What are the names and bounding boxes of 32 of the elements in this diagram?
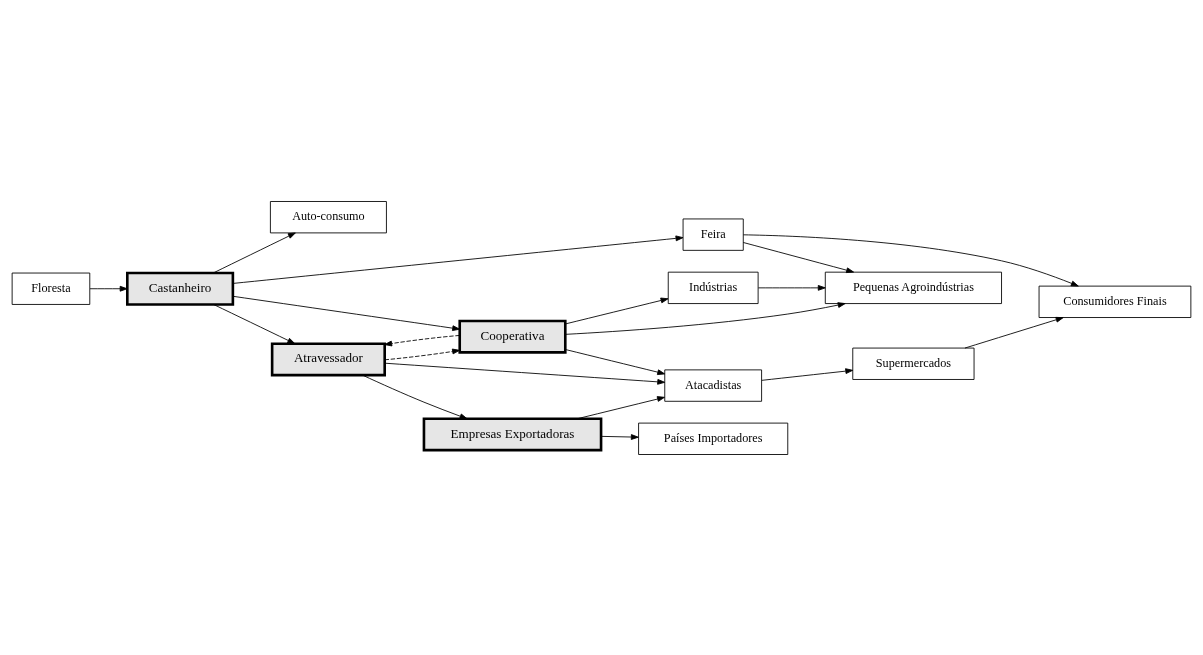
node-box: Indústrias <box>667 271 759 304</box>
node-box: Atacadistas <box>664 368 763 402</box>
node-box: Atravessador <box>270 341 386 376</box>
arrow <box>384 334 460 346</box>
arrow <box>761 367 854 381</box>
node-box: Consumidores Finais <box>1038 285 1192 318</box>
node-box: Pequenas Agroindústrias <box>824 271 1002 304</box>
arrow <box>577 395 665 419</box>
arrow <box>213 303 296 344</box>
arrow <box>213 231 296 273</box>
arrow <box>757 284 826 291</box>
arrow <box>742 233 1079 287</box>
node-box: Supermercados <box>852 347 975 380</box>
arrow <box>384 348 460 360</box>
arrow <box>600 433 639 440</box>
node-box: Auto-consumo <box>269 200 387 233</box>
node-box: Floresta <box>11 272 91 305</box>
arrow <box>565 301 846 335</box>
node-box: Cooperativa <box>458 319 567 354</box>
arrow <box>964 316 1064 348</box>
node-box: Países Importadores <box>638 422 789 455</box>
arrow <box>564 297 669 324</box>
node-box: Castanheiro <box>126 271 235 306</box>
arrow <box>89 285 128 292</box>
arrow <box>232 295 461 331</box>
node-box: Empresas Exportadoras <box>422 416 603 451</box>
arrow <box>232 234 684 284</box>
node-box: Feira <box>682 218 744 251</box>
arrow <box>564 348 666 375</box>
arrow <box>384 362 666 385</box>
arrow <box>742 241 854 273</box>
arrow <box>362 374 468 419</box>
